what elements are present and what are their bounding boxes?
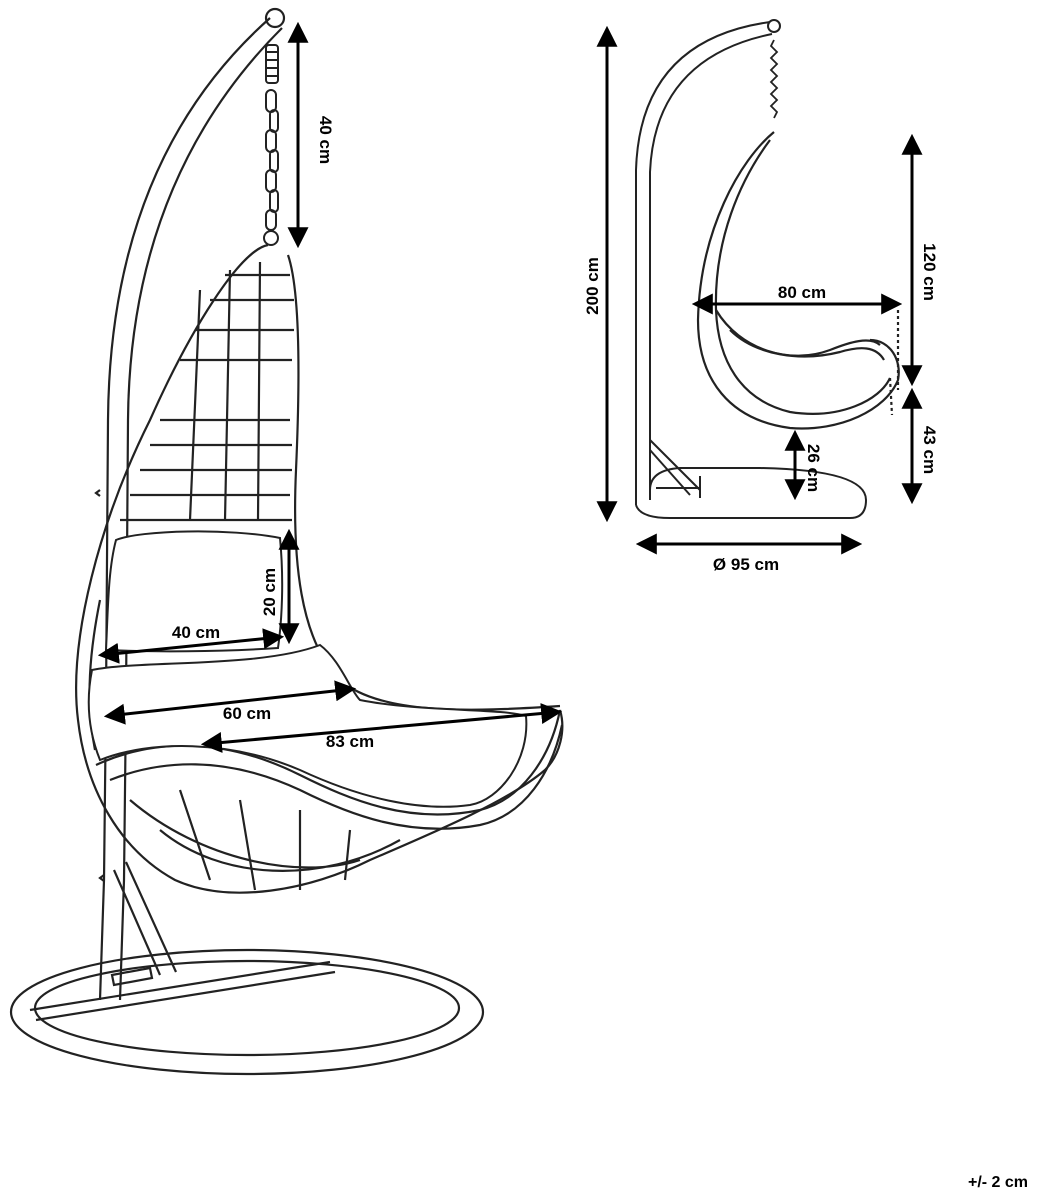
side-stand <box>635 19 868 519</box>
label-total-height: 200 cm <box>583 257 602 315</box>
label-base-to-seat: 43 cm <box>920 426 939 474</box>
hanging-chain <box>263 44 279 246</box>
label-seat-clearance: 26 cm <box>804 444 823 492</box>
side-chair <box>696 131 900 430</box>
label-chair-width: 80 cm <box>778 283 826 302</box>
label-chair-height: 120 cm <box>920 243 939 301</box>
label-back-cushion-width: 40 cm <box>172 623 220 642</box>
side-chain <box>769 39 779 119</box>
main-dimension-lines <box>97 21 563 753</box>
label-back-cushion-height: 20 cm <box>260 568 279 616</box>
main-stand <box>9 7 485 1076</box>
label-base-diameter: Ø 95 cm <box>713 555 779 574</box>
label-seat-depth: 83 cm <box>326 732 374 751</box>
dim-seat-depth <box>200 703 563 753</box>
tolerance-note: +/- 2 cm <box>967 1174 1028 1191</box>
label-seat-cushion-width: 60 cm <box>223 704 271 723</box>
dim-seat-width <box>103 680 357 725</box>
label-hanger-length: 40 cm <box>316 116 335 164</box>
dim-back-width <box>97 628 285 664</box>
side-dimension-lines <box>596 25 923 555</box>
cushions <box>87 530 528 808</box>
